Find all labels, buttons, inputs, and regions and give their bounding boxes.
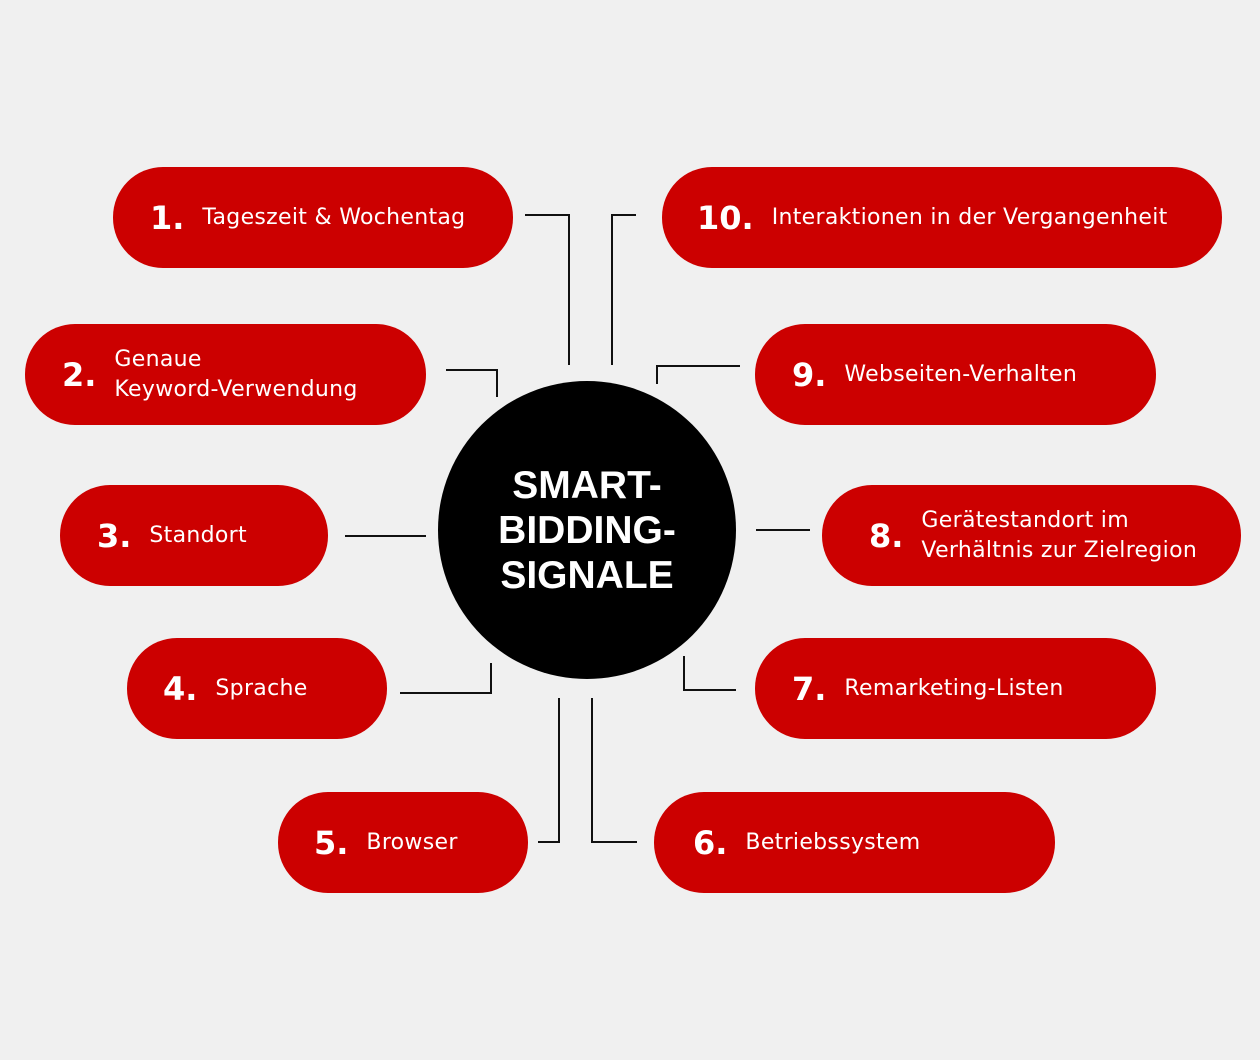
connector-9 — [656, 365, 740, 384]
connector-5 — [538, 698, 560, 843]
signal-label: Webseiten-Verhalten — [844, 361, 1078, 387]
signal-label: Gerätestandort im — [921, 507, 1129, 533]
signal-7: 7. Remarketing-Listen — [755, 638, 1156, 739]
signal-label: Remarketing-Listen — [844, 675, 1064, 701]
signal-label: Tageszeit & Wochentag — [202, 204, 466, 230]
signal-label: Interaktionen in der Vergangenheit — [771, 204, 1168, 230]
signal-number: 4. — [163, 669, 198, 708]
signal-4: 4. Sprache — [127, 638, 387, 739]
signal-1: 1. Tageszeit & Wochentag — [113, 167, 513, 268]
hub-title-line: SMART- — [512, 463, 662, 507]
hub-title-line: SIGNALE — [500, 553, 674, 597]
signal-label: Browser — [366, 829, 458, 855]
signal-number: 10. — [697, 198, 754, 237]
signal-number: 3. — [97, 516, 132, 555]
connector-6 — [591, 698, 637, 843]
signal-number: 5. — [314, 823, 349, 862]
connector-2 — [446, 369, 498, 397]
signal-number: 6. — [693, 823, 728, 862]
signal-number: 1. — [150, 198, 185, 237]
signal-number: 8. — [869, 516, 904, 555]
connector-10 — [611, 214, 636, 365]
signal-label: Standort — [149, 522, 247, 548]
connector-4 — [400, 663, 492, 694]
signal-label: Keyword-Verwendung — [114, 376, 358, 402]
signal-label: Genaue — [114, 346, 202, 372]
connector-7 — [683, 656, 736, 691]
center-hub: SMART- BIDDING- SIGNALE — [438, 381, 736, 679]
signal-3: 3. Standort — [60, 485, 328, 586]
signal-number: 9. — [792, 355, 827, 394]
signal-6: 6. Betriebssystem — [654, 792, 1055, 893]
signal-number: 7. — [792, 669, 827, 708]
signal-label: Betriebssystem — [745, 829, 921, 855]
signal-10: 10. Interaktionen in der Vergangenheit — [662, 167, 1222, 268]
signal-label: Verhältnis zur Zielregion — [921, 537, 1198, 563]
signal-8: 8. Gerätestandort im Verhältnis zur Zielr… — [822, 485, 1241, 586]
signal-9: 9. Webseiten-Verhalten — [755, 324, 1156, 425]
signal-number: 2. — [62, 355, 97, 394]
signal-5: 5. Browser — [278, 792, 528, 893]
signal-label: Sprache — [215, 675, 308, 701]
hub-title-line: BIDDING- — [498, 508, 676, 552]
connector-1 — [525, 214, 570, 365]
